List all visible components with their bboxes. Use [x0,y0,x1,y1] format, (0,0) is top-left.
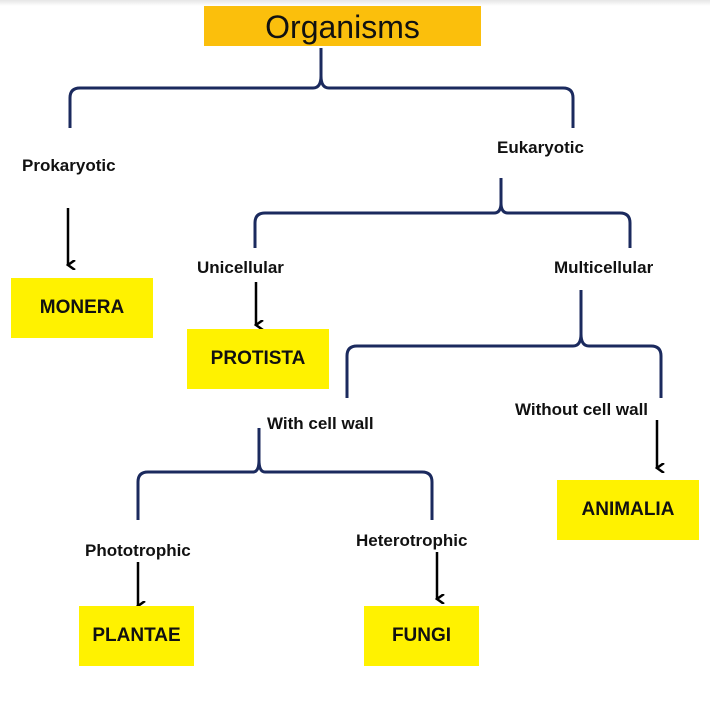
label-unicellular: Unicellular [197,258,284,277]
label-heterotrophic: Heterotrophic [356,531,468,550]
kingdom-monera: MONERA [11,278,153,338]
label-multicellular: Multicellular [554,258,654,277]
kingdom-protista: PROTISTA [187,329,329,389]
kingdom-animalia: ANIMALIA [557,480,699,540]
top-shadow [0,0,710,6]
bracket-with-cell-wall [136,428,434,520]
kingdom-plantae: PLANTAE [79,606,194,666]
bracket-organisms [68,48,575,128]
bracket-multicellular [345,290,663,398]
label-with-cell-wall: With cell wall [267,414,374,433]
label-eukaryotic: Eukaryotic [497,138,584,157]
root-node-organisms: Organisms [204,6,481,46]
bracket-eukaryotic [253,178,632,248]
label-prokaryotic: Prokaryotic [22,156,116,175]
label-without-cell-wall: Without cell wall [515,400,649,419]
kingdom-fungi: FUNGI [364,606,479,666]
label-phototrophic: Phototrophic [85,541,191,560]
